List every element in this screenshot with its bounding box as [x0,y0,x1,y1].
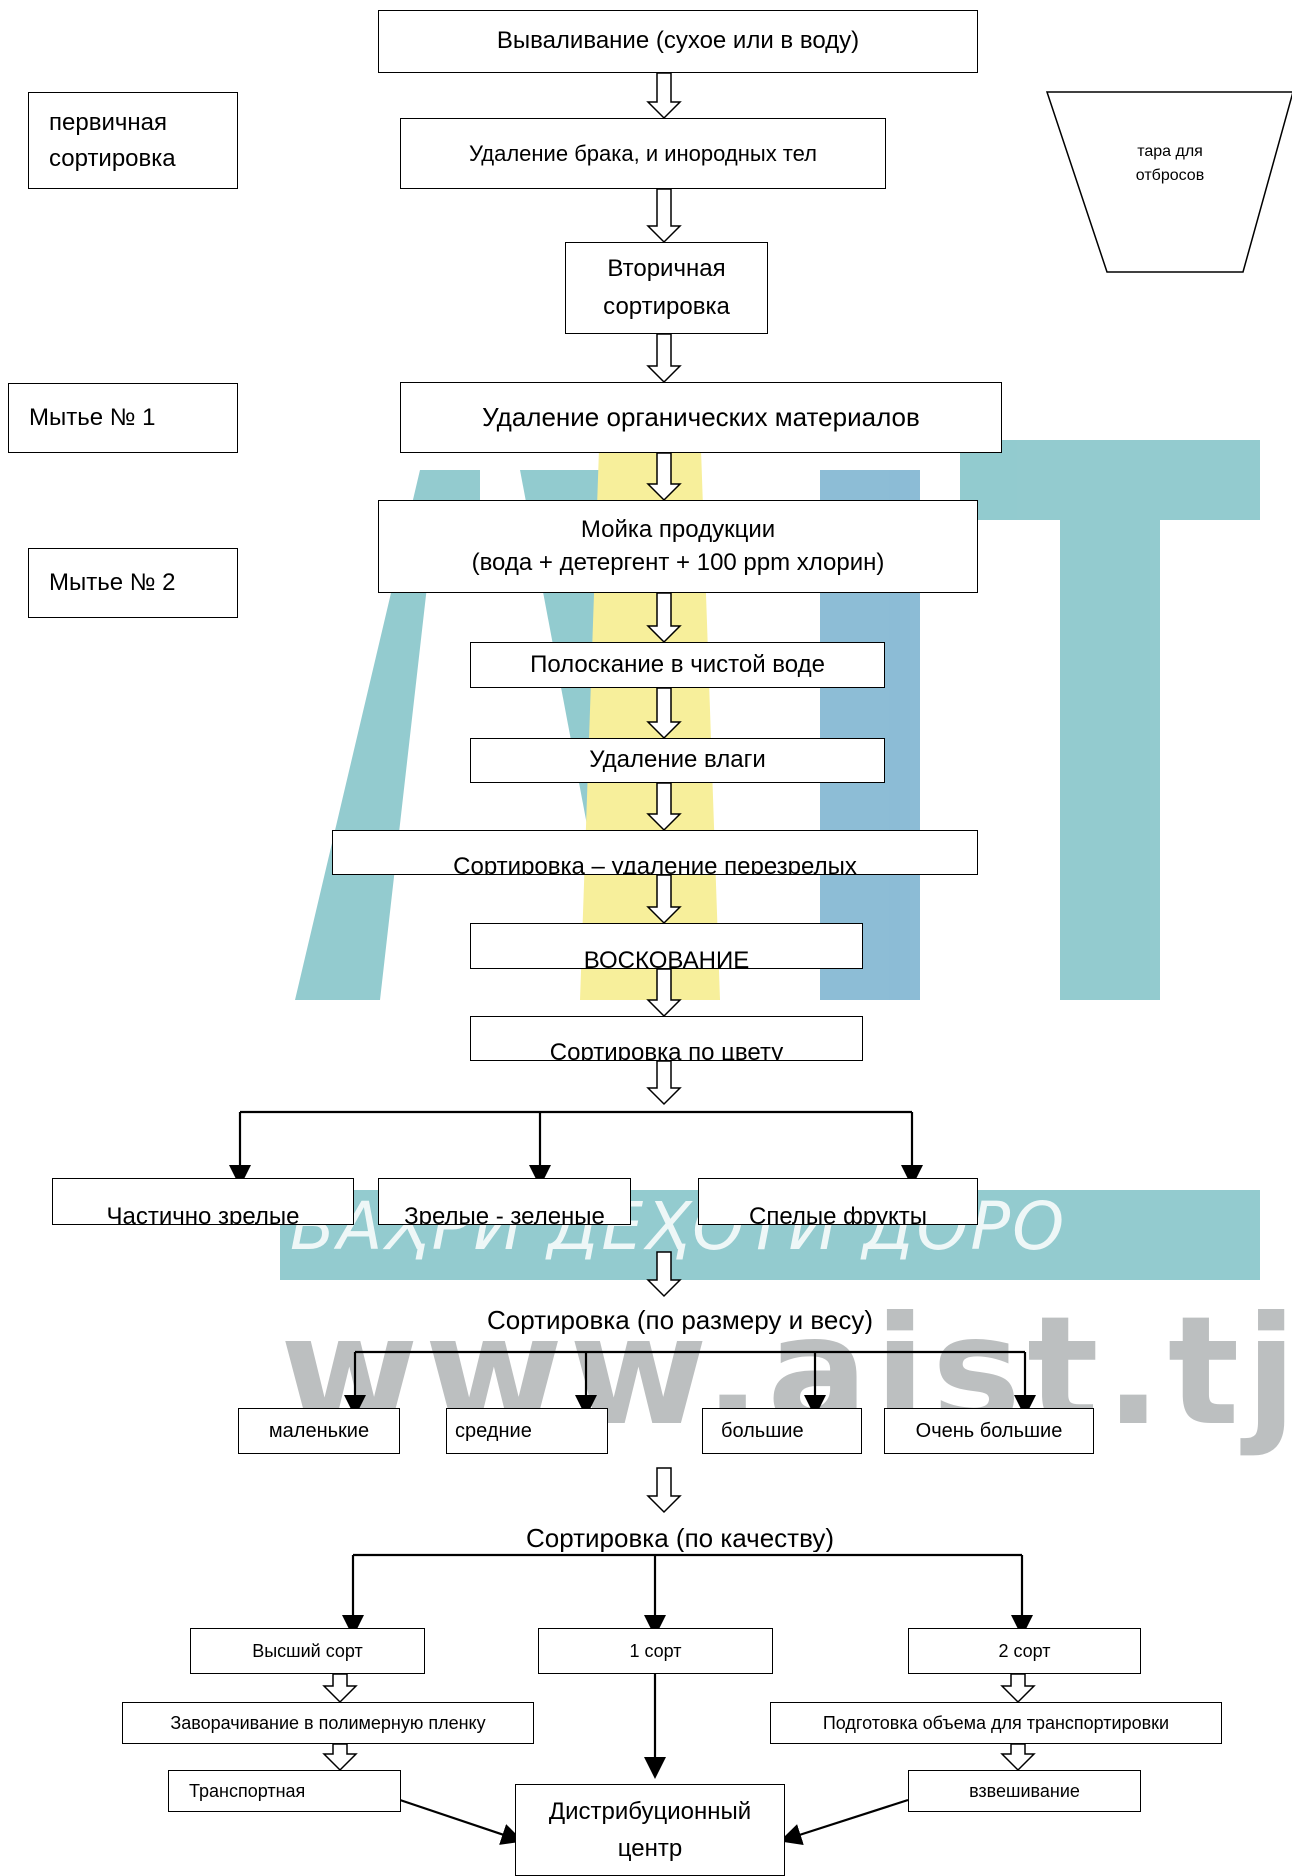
grade-second: 2 сорт [908,1628,1141,1674]
flow-arrow-1 [646,72,682,120]
flow-arrow-wrapping [322,1673,358,1704]
step-wrapping: Заворачивание в полимерную пленку [122,1702,534,1744]
waste-container [1045,91,1292,273]
ripeness-partial-text: Частично зрелые [106,1202,300,1225]
watermark-letter-t [960,440,1260,1000]
ripeness-ripe-text: Спелые фрукты [749,1202,927,1225]
ripeness-ripe: Спелые фрукты [698,1178,978,1225]
step-moisture-removal: Удаление влаги [470,738,885,783]
step-secondary-sort: Вторичная сортировка [565,242,768,334]
ripeness-partial: Частично зрелые [52,1178,354,1225]
flow-arrow-transport-prep [1000,1673,1036,1704]
step-washing-line2: (вода + детергент + 100 ppm хлорин) [471,548,885,576]
step-rinsing: Полоскание в чистой воде [470,642,885,688]
flow-arrow-quality-sort [646,1467,682,1514]
step-overripe-sort-text: Сортировка – удаление перезрелых [453,852,857,875]
step-washing-line1: Мойка продукции [580,516,776,544]
arrow-weighing-to-distribution [779,1798,909,1846]
distribution-center: Дистрибуционный центр [515,1784,785,1876]
step-transport-prep: Подготовка объема для транспортировки [770,1702,1222,1744]
step-organic-removal: Удаление органических материалов [400,382,1002,453]
flow-arrow-size-sort [646,1251,682,1298]
flow-arrow-10 [646,1060,682,1106]
flow-arrow-2 [646,188,682,244]
waste-container-label: тара для отбросов [1135,143,1205,184]
size-medium: средние [446,1408,608,1454]
flow-arrow-8 [646,874,682,925]
side-label-primary-sort: первичная сортировка [28,92,238,189]
flow-arrow-9 [646,968,682,1018]
step-washing: Мойка продукции (вода + детергент + 100 … [378,500,978,593]
step-overripe-sort: Сортировка – удаление перезрелых [332,830,978,875]
quality-sort-title: Сортировка (по качеству) [526,1523,834,1552]
grade-premium: Высший сорт [190,1628,425,1674]
flow-arrow-weighing [1000,1743,1036,1772]
ripeness-mature-green: Зрелые - зеленые [378,1178,631,1225]
step-waxing-text: ВОСКОВАНИЕ [583,946,750,969]
grade-first: 1 сорт [538,1628,773,1674]
step-transport: Транспортная [168,1770,401,1812]
size-large: большие [702,1408,862,1454]
size-sort-title: Сортировка (по размеру и весу) [486,1305,873,1334]
flow-arrow-7 [646,782,682,832]
flow-arrow-3 [646,333,682,384]
step-dumping: Вываливание (сухое или в воду) [378,10,978,73]
step-defect-removal: Удаление брака, и инородных тел [400,118,886,189]
flow-arrow-4 [646,452,682,502]
flow-arrow-6 [646,687,682,740]
arrow-transport-to-distribution [399,1798,524,1845]
ripeness-mature-green-text: Зрелые - зеленые [404,1202,605,1225]
side-label-wash-2: Мытье № 2 [28,548,238,618]
side-label-wash-1: Мытье № 1 [8,383,238,453]
flow-arrow-transport [322,1743,358,1772]
step-weighing: взвешивание [908,1770,1141,1812]
step-color-sort: Сортировка по цвету [470,1016,863,1061]
step-color-sort-text: Сортировка по цвету [549,1038,784,1061]
flow-arrow-5 [646,592,682,644]
step-waxing: ВОСКОВАНИЕ [470,923,863,969]
size-small: маленькие [238,1408,400,1454]
size-very-large: Очень большие [884,1408,1094,1454]
